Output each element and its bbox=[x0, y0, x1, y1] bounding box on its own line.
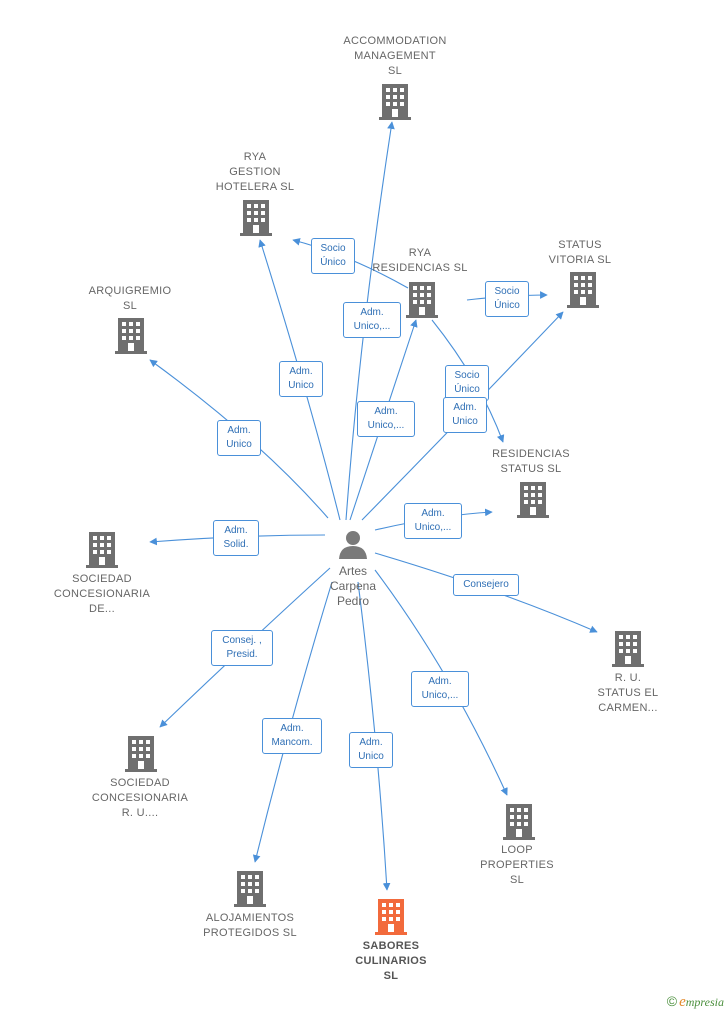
building-icon[interactable] bbox=[612, 631, 644, 667]
edge-label-adm-unico: Adm. Unico bbox=[217, 420, 261, 456]
copyright-icon: © bbox=[666, 993, 678, 1009]
company-label: ALOJAMIENTOS PROTEGIDOS SL bbox=[203, 912, 297, 939]
node-alojamientos[interactable]: ALOJAMIENTOS PROTEGIDOS SL bbox=[188, 911, 312, 941]
edge-label-adm-unico: Adm. Unico bbox=[279, 361, 323, 397]
building-icon[interactable] bbox=[125, 736, 157, 772]
edge-label-adm-unico: Adm. Unico bbox=[443, 397, 487, 433]
node-residencias-status[interactable]: RESIDENCIAS STATUS SL bbox=[475, 447, 587, 477]
company-label: LOOP PROPERTIES SL bbox=[480, 844, 554, 886]
company-label: SOCIEDAD CONCESIONARIA R. U.... bbox=[91, 777, 189, 819]
node-sociedad-ru[interactable]: SOCIEDAD CONCESIONARIA R. U.... bbox=[78, 776, 202, 821]
edge-label-socio-unico: Socio Único bbox=[485, 281, 529, 317]
node-sociedad-de[interactable]: SOCIEDAD CONCESIONARIA DE... bbox=[40, 572, 164, 617]
company-label: ACCOMMODATION MANAGEMENT SL bbox=[343, 35, 447, 77]
empresia-logo[interactable]: ©empresia bbox=[667, 993, 724, 1011]
brand-name: mpresia bbox=[685, 995, 724, 1009]
building-icon[interactable] bbox=[115, 318, 147, 354]
edge-label-adm-unico: Adm. Unico,... bbox=[411, 671, 469, 707]
person-name[interactable]: Artes Carpena Pedro bbox=[329, 564, 377, 608]
edge-label-adm-unico: Adm. Unico,... bbox=[404, 503, 462, 539]
brand-initial: e bbox=[679, 994, 686, 1010]
edge-label-consejero: Consejero bbox=[453, 574, 519, 596]
edge-label-adm-solid: Adm. Solid. bbox=[213, 520, 259, 556]
building-icon[interactable] bbox=[379, 84, 411, 120]
company-label: ARQUIGREMIO SL bbox=[88, 285, 172, 312]
node-ru-status[interactable]: R. U. STATUS EL CARMEN... bbox=[578, 671, 678, 716]
company-label: RESIDENCIAS STATUS SL bbox=[492, 448, 570, 475]
node-status-vitoria[interactable]: STATUS VITORIA SL bbox=[525, 238, 635, 268]
edge-label-socio-unico: Socio Único bbox=[445, 365, 489, 401]
company-label: RYA GESTION HOTELERA SL bbox=[215, 151, 295, 193]
node-arquigremio[interactable]: ARQUIGREMIO SL bbox=[75, 284, 185, 314]
company-label: RYA RESIDENCIAS SL bbox=[372, 247, 468, 274]
node-sabores[interactable]: SABORES CULINARIOS SL bbox=[336, 939, 446, 984]
node-rya-gestion[interactable]: RYA GESTION HOTELERA SL bbox=[195, 150, 315, 195]
building-icon[interactable] bbox=[240, 200, 272, 236]
company-label: STATUS VITORIA SL bbox=[548, 239, 612, 266]
edge-label-adm-unico: Adm. Unico,... bbox=[357, 401, 415, 437]
node-rya-residencias[interactable]: RYA RESIDENCIAS SL bbox=[360, 246, 480, 276]
person-icon[interactable] bbox=[338, 529, 368, 559]
building-icon[interactable] bbox=[567, 272, 599, 308]
edge-label-adm-unico: Adm. Unico,... bbox=[343, 302, 401, 338]
building-icon[interactable] bbox=[503, 804, 535, 840]
building-icon[interactable] bbox=[517, 482, 549, 518]
building-icon[interactable] bbox=[86, 532, 118, 568]
edge-label-adm-unico: Adm. Unico bbox=[349, 732, 393, 768]
edge-label-adm-mancom: Adm. Mancom. bbox=[262, 718, 322, 754]
edge-label-consej-presid: Consej. , Presid. bbox=[211, 630, 273, 666]
company-label: SOCIEDAD CONCESIONARIA DE... bbox=[53, 573, 151, 615]
node-loop[interactable]: LOOP PROPERTIES SL bbox=[467, 843, 567, 888]
building-icon[interactable] bbox=[234, 871, 266, 907]
edge-label-socio-unico: Socio Único bbox=[311, 238, 355, 274]
company-label: R. U. STATUS EL CARMEN... bbox=[597, 672, 659, 714]
node-accommodation[interactable]: ACCOMMODATION MANAGEMENT SL bbox=[330, 34, 460, 79]
company-label: SABORES CULINARIOS SL bbox=[355, 940, 427, 982]
building-icon[interactable] bbox=[406, 282, 438, 318]
building-icon-focus[interactable] bbox=[375, 899, 407, 935]
